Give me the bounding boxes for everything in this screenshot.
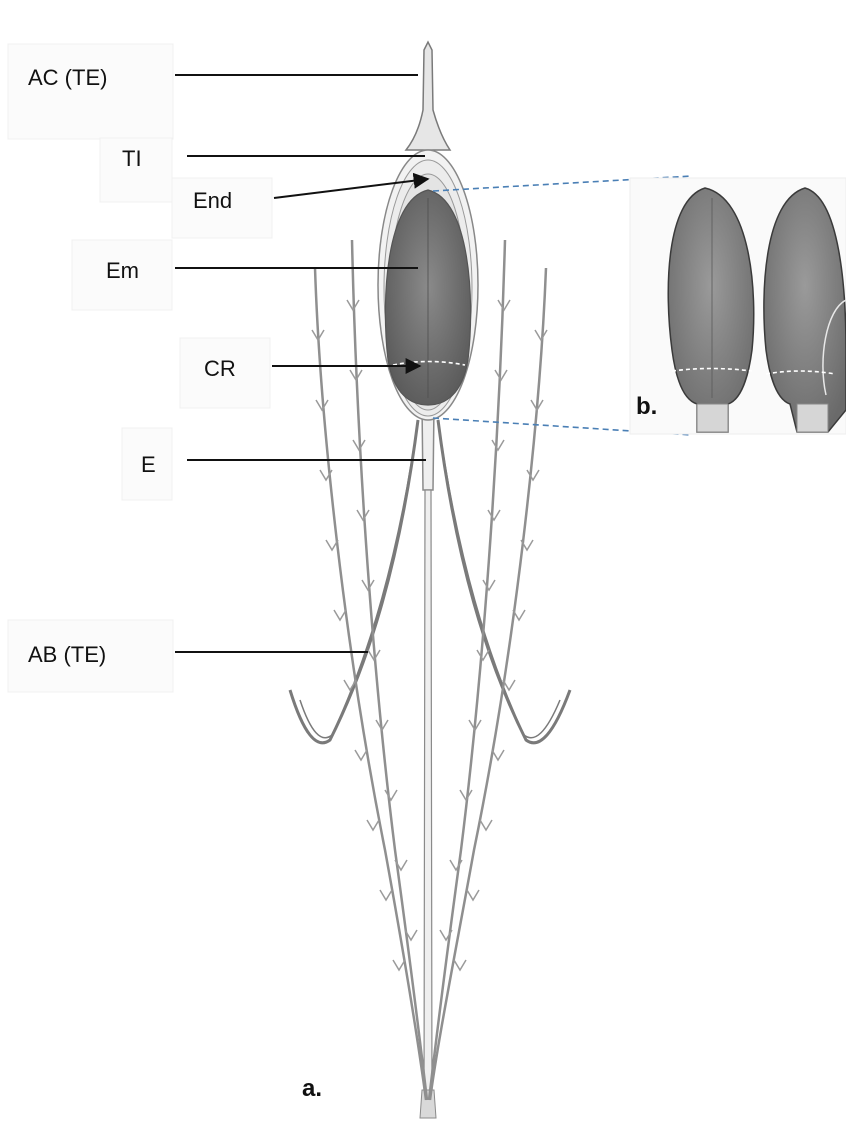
label-em: Em [106, 258, 139, 283]
label-e: E [141, 452, 156, 477]
diagram-b [630, 178, 846, 434]
label-ti: TI [122, 146, 142, 171]
label-cr: CR [204, 356, 236, 381]
label-ab-te: AB (TE) [28, 642, 106, 667]
label-ac-te: AC (TE) [28, 65, 107, 90]
panel-label-a: a. [302, 1075, 322, 1102]
label-end: End [193, 188, 232, 213]
central-stalk [420, 405, 436, 1118]
embryo [385, 190, 470, 405]
panel-label-b: b. [636, 393, 657, 420]
apical-column [406, 42, 450, 150]
